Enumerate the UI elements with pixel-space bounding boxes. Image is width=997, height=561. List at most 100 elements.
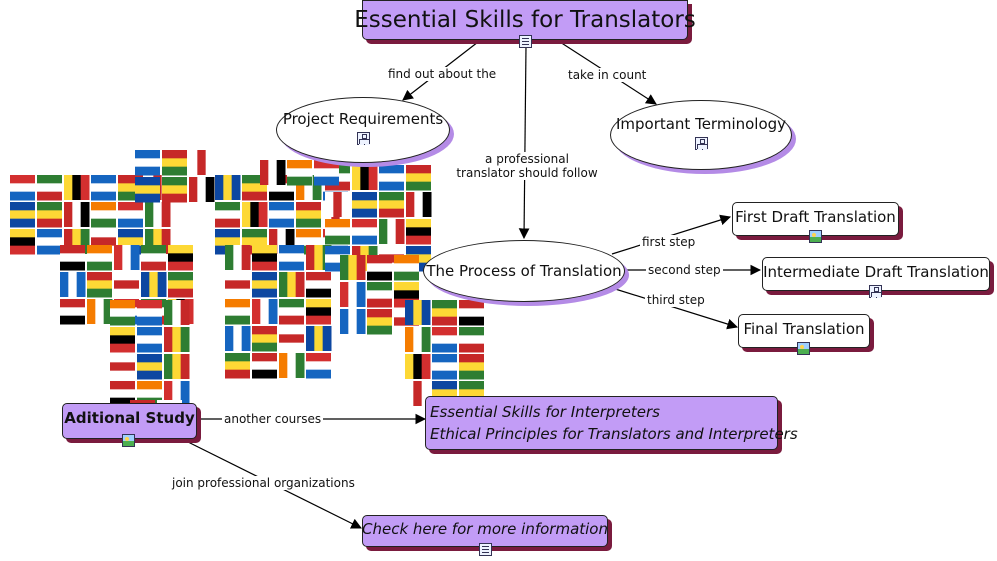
flag-stripe bbox=[367, 317, 392, 327]
flag-stripe bbox=[379, 246, 404, 255]
link-label-second-step: second step bbox=[646, 263, 723, 277]
flag-tile bbox=[164, 381, 190, 406]
flag-stripe bbox=[432, 389, 457, 399]
flag-stripe bbox=[164, 381, 173, 406]
flag-stripe bbox=[296, 218, 321, 228]
flag-stripe bbox=[269, 229, 278, 254]
concept-map-icon[interactable] bbox=[356, 131, 370, 145]
important-terminology-node[interactable]: Important Terminology bbox=[610, 100, 792, 170]
flag-tile bbox=[225, 299, 250, 325]
courses-line1[interactable]: Essential Skills for Interpreters bbox=[430, 403, 660, 421]
flag-tile bbox=[279, 326, 304, 352]
flag-stripe bbox=[141, 261, 166, 271]
flag-stripe bbox=[459, 300, 484, 309]
flag-stripe bbox=[87, 245, 112, 254]
flag-tile bbox=[91, 202, 116, 228]
flag-stripe bbox=[269, 183, 294, 193]
document-icon[interactable] bbox=[479, 543, 492, 556]
flag-stripe bbox=[91, 218, 116, 228]
flag-stripe bbox=[197, 150, 207, 175]
link-label-professional: a professional translator should follow bbox=[452, 152, 602, 180]
flag-stripe bbox=[279, 307, 304, 317]
flag-tile bbox=[352, 219, 377, 245]
flag-stripe bbox=[367, 263, 392, 273]
flag-stripe bbox=[10, 229, 35, 238]
flag-stripe bbox=[296, 210, 321, 220]
flag-stripe bbox=[241, 326, 251, 351]
check-here-label[interactable]: Check here for more information bbox=[362, 520, 608, 538]
title-text: Essential Skills for Translators bbox=[354, 7, 696, 33]
flag-tile bbox=[137, 354, 162, 380]
flag-stripe bbox=[306, 307, 331, 317]
flag-stripe bbox=[413, 381, 423, 406]
flag-stripe bbox=[87, 261, 112, 271]
flag-stripe bbox=[10, 202, 35, 211]
title-node[interactable]: Essential Skills for Translators bbox=[354, 0, 696, 40]
document-icon[interactable] bbox=[519, 35, 532, 48]
image-icon[interactable] bbox=[122, 434, 135, 447]
flag-stripe bbox=[367, 290, 392, 300]
flag-tile bbox=[64, 229, 90, 254]
flag-stripe bbox=[149, 272, 159, 297]
flag-stripe bbox=[87, 299, 96, 324]
flag-tile bbox=[135, 177, 160, 203]
flag-stripe bbox=[91, 202, 116, 211]
flag-stripe bbox=[379, 200, 404, 210]
flag-stripe bbox=[348, 255, 358, 280]
project-requirements-node[interactable]: Project Requirements bbox=[276, 97, 450, 163]
flag-tile bbox=[406, 192, 432, 217]
flag-stripe bbox=[180, 300, 190, 325]
flag-stripe bbox=[37, 191, 62, 201]
intermediate-draft-node[interactable]: Intermediate Draft Translation bbox=[762, 257, 990, 291]
flag-stripe bbox=[413, 354, 423, 379]
flag-tile bbox=[306, 353, 331, 379]
flag-tile bbox=[145, 202, 171, 227]
image-icon[interactable] bbox=[809, 230, 822, 243]
flag-tile bbox=[340, 255, 366, 280]
flag-stripe bbox=[413, 327, 423, 352]
flag-stripe bbox=[60, 253, 85, 263]
flag-stripe bbox=[215, 218, 240, 228]
flag-tile bbox=[405, 354, 431, 379]
concept-map-icon[interactable] bbox=[869, 285, 882, 298]
courses-node[interactable]: Essential Skills for Interpreters Ethica… bbox=[425, 396, 798, 450]
flag-stripe bbox=[379, 181, 404, 191]
flag-stripe bbox=[233, 326, 243, 351]
flag-stripe bbox=[87, 288, 112, 298]
flag-tile bbox=[367, 282, 392, 308]
flag-stripe bbox=[87, 272, 112, 281]
flag-stripe bbox=[269, 210, 294, 220]
flag-tile bbox=[242, 202, 268, 227]
link-label-find-out: find out about the bbox=[386, 67, 499, 81]
flag-stripe bbox=[285, 229, 295, 254]
flag-stripe bbox=[459, 343, 484, 353]
check-here-node[interactable]: Check here for more information bbox=[362, 515, 608, 547]
image-icon[interactable] bbox=[797, 342, 810, 355]
flag-stripe bbox=[145, 202, 154, 227]
flag-stripe bbox=[406, 165, 431, 174]
flag-stripe bbox=[406, 235, 431, 245]
flag-stripe bbox=[118, 191, 143, 201]
flag-tile bbox=[252, 353, 277, 379]
flag-stripe bbox=[352, 235, 377, 245]
concept-map-icon[interactable] bbox=[694, 136, 708, 150]
flag-stripe bbox=[405, 327, 414, 352]
flag-tile bbox=[406, 219, 431, 245]
flag-stripe bbox=[162, 150, 187, 159]
flag-tile bbox=[162, 177, 187, 203]
flag-tile bbox=[459, 300, 484, 326]
flag-stripe bbox=[252, 361, 277, 371]
flag-stripe bbox=[432, 362, 457, 372]
flag-stripe bbox=[387, 219, 397, 244]
flag-stripe bbox=[252, 326, 277, 335]
flag-tile bbox=[60, 245, 85, 271]
flag-stripe bbox=[395, 219, 405, 244]
flag-tile bbox=[225, 245, 251, 270]
process-of-translation-node[interactable]: The Process of Translation bbox=[423, 240, 625, 302]
flag-stripe bbox=[215, 175, 224, 200]
courses-line2[interactable]: Ethical Principles for Translators and I… bbox=[430, 425, 798, 443]
flag-stripe bbox=[242, 191, 267, 201]
flag-stripe bbox=[296, 175, 305, 200]
flag-stripe bbox=[352, 227, 377, 237]
